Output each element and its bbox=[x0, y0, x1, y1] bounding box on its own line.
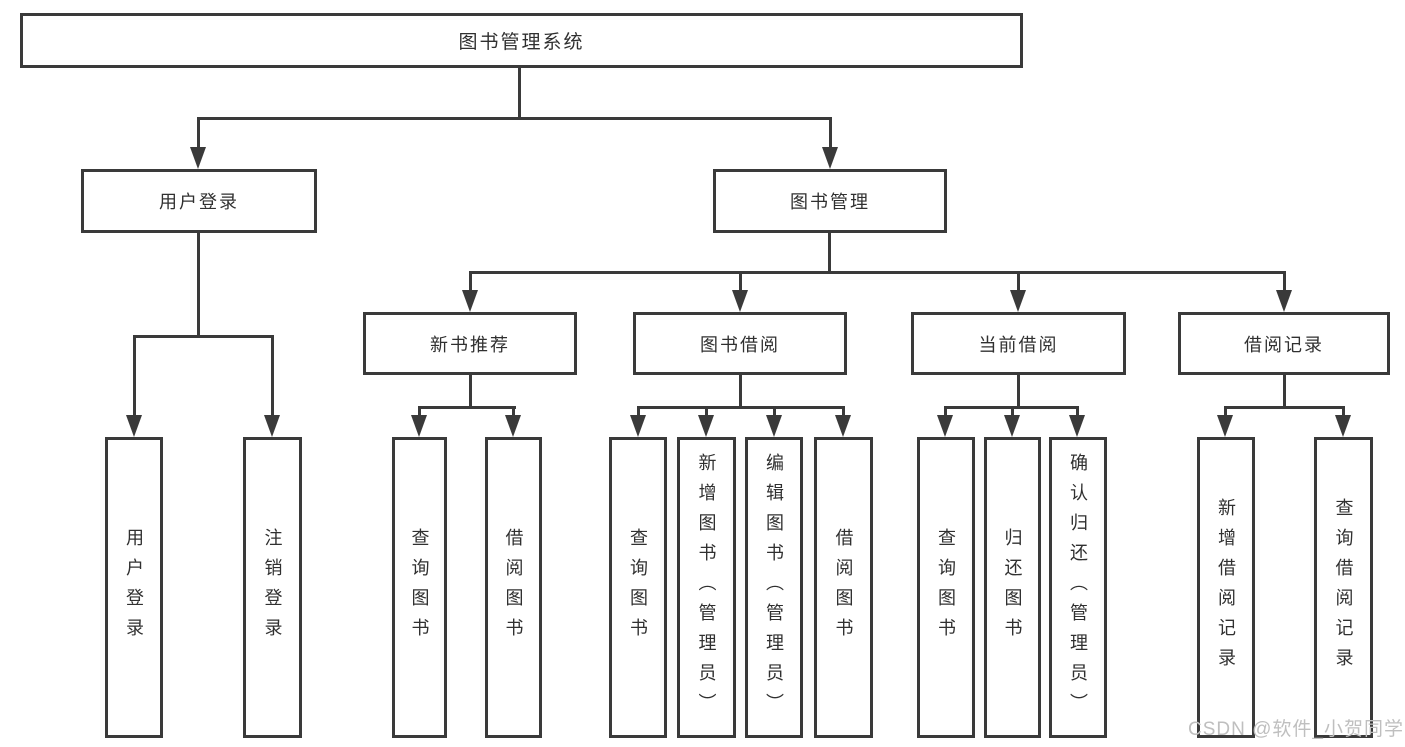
arrowhead-icon bbox=[766, 415, 782, 437]
connector-user-login-drop bbox=[197, 117, 200, 149]
leaf-label: 查询图书 bbox=[936, 527, 956, 648]
leaf-label: 注销登录 bbox=[262, 527, 283, 648]
arrowhead-icon bbox=[505, 415, 521, 437]
connector-drop bbox=[1011, 406, 1014, 417]
node-borrow-records: 借阅记录 bbox=[1178, 312, 1390, 375]
connector-drop bbox=[842, 406, 845, 417]
leaf-label: 查询图书 bbox=[409, 527, 430, 648]
arrowhead-icon bbox=[822, 147, 838, 169]
node-system-root: 图书管理系统 bbox=[20, 13, 1023, 68]
node-book-management: 图书管理 bbox=[713, 169, 947, 233]
leaf-label: 新增图书（管理员） bbox=[696, 452, 717, 723]
arrowhead-icon bbox=[1335, 415, 1351, 437]
arrowhead-icon bbox=[1069, 415, 1085, 437]
arrowhead-icon bbox=[264, 415, 280, 437]
leaf-query-borrow-record: 查询借阅记录 bbox=[1314, 437, 1373, 738]
leaf-label: 确认归还（管理员） bbox=[1068, 452, 1088, 723]
arrowhead-icon bbox=[732, 290, 748, 312]
connector-user-login-rail bbox=[133, 335, 274, 338]
arrowhead-icon bbox=[937, 415, 953, 437]
arrowhead-icon bbox=[462, 290, 478, 312]
leaf-label: 借阅图书 bbox=[503, 527, 524, 648]
leaf-label: 编辑图书（管理员） bbox=[764, 452, 784, 723]
connector-root-stem bbox=[518, 66, 521, 120]
leaf-add-books-admin: 新增图书（管理员） bbox=[677, 437, 736, 738]
leaf-label: 查询图书 bbox=[628, 527, 648, 648]
connector-drop bbox=[1224, 406, 1227, 417]
connector-drop bbox=[773, 406, 776, 417]
leaf-label: 借阅图书 bbox=[833, 527, 854, 648]
leaf-return-books: 归还图书 bbox=[984, 437, 1041, 738]
connector-book-borrow-stem bbox=[739, 374, 742, 409]
connector-drop bbox=[944, 406, 947, 417]
connector-book-mgmt-stem bbox=[828, 232, 831, 274]
node-user-login: 用户登录 bbox=[81, 169, 317, 233]
connector-new-books-rail bbox=[418, 406, 516, 409]
node-label: 用户登录 bbox=[159, 192, 239, 212]
connector-level3-rail bbox=[469, 271, 1286, 274]
connector-drop bbox=[705, 406, 708, 417]
connector-drop bbox=[1017, 271, 1020, 292]
node-label: 图书管理 bbox=[790, 192, 870, 212]
node-new-book-recommend: 新书推荐 bbox=[363, 312, 577, 375]
csdn-watermark: CSDN @软件_小贺同学 bbox=[1188, 719, 1404, 740]
arrowhead-icon bbox=[1010, 290, 1026, 312]
arrowhead-icon bbox=[698, 415, 714, 437]
connector-current-borrow-stem bbox=[1017, 374, 1020, 409]
leaf-query-books-3: 查询图书 bbox=[917, 437, 975, 738]
leaf-query-books-1: 查询图书 bbox=[392, 437, 447, 738]
node-label: 图书管理系统 bbox=[458, 32, 585, 53]
leaf-query-books-2: 查询图书 bbox=[609, 437, 667, 738]
connector-book-mgmt-drop bbox=[829, 117, 832, 149]
leaf-user-login: 用户登录 bbox=[105, 437, 163, 738]
connector-drop bbox=[739, 271, 742, 292]
connector-drop bbox=[271, 335, 274, 417]
arrowhead-icon bbox=[126, 415, 142, 437]
leaf-label: 新增借阅记录 bbox=[1216, 497, 1236, 678]
arrowhead-icon bbox=[1004, 415, 1020, 437]
connector-borrow-records-stem bbox=[1283, 374, 1286, 409]
arrowhead-icon bbox=[411, 415, 427, 437]
leaf-logout: 注销登录 bbox=[243, 437, 302, 738]
node-label: 借阅记录 bbox=[1244, 334, 1324, 355]
leaf-borrow-books-1: 借阅图书 bbox=[485, 437, 542, 738]
leaf-add-borrow-record: 新增借阅记录 bbox=[1197, 437, 1255, 738]
leaf-label: 归还图书 bbox=[1002, 527, 1023, 648]
leaf-label: 查询借阅记录 bbox=[1333, 497, 1354, 678]
node-current-borrow: 当前借阅 bbox=[911, 312, 1126, 375]
connector-user-login-stem bbox=[197, 232, 200, 338]
node-book-borrow: 图书借阅 bbox=[633, 312, 847, 375]
connector-drop bbox=[637, 406, 640, 417]
leaf-edit-books-admin: 编辑图书（管理员） bbox=[745, 437, 803, 738]
connector-level2-rail bbox=[197, 117, 831, 120]
arrowhead-icon bbox=[835, 415, 851, 437]
node-label: 当前借阅 bbox=[978, 334, 1059, 355]
connector-drop bbox=[512, 406, 515, 417]
connector-new-books-stem bbox=[469, 374, 472, 409]
leaf-label: 用户登录 bbox=[124, 527, 144, 648]
leaf-confirm-return-admin: 确认归还（管理员） bbox=[1049, 437, 1107, 738]
arrowhead-icon bbox=[630, 415, 646, 437]
connector-drop bbox=[1076, 406, 1079, 417]
leaf-borrow-books-2: 借阅图书 bbox=[814, 437, 873, 738]
node-label: 图书借阅 bbox=[700, 334, 780, 355]
connector-drop bbox=[1283, 271, 1286, 292]
connector-book-borrow-rail bbox=[637, 406, 845, 409]
arrowhead-icon bbox=[1217, 415, 1233, 437]
connector-drop bbox=[133, 335, 136, 417]
arrowhead-icon bbox=[190, 147, 206, 169]
connector-drop bbox=[469, 271, 472, 292]
connector-borrow-records-rail bbox=[1224, 406, 1345, 409]
arrowhead-icon bbox=[1276, 290, 1292, 312]
connector-drop bbox=[418, 406, 421, 417]
connector-drop bbox=[1342, 406, 1345, 417]
node-label: 新书推荐 bbox=[430, 334, 510, 355]
